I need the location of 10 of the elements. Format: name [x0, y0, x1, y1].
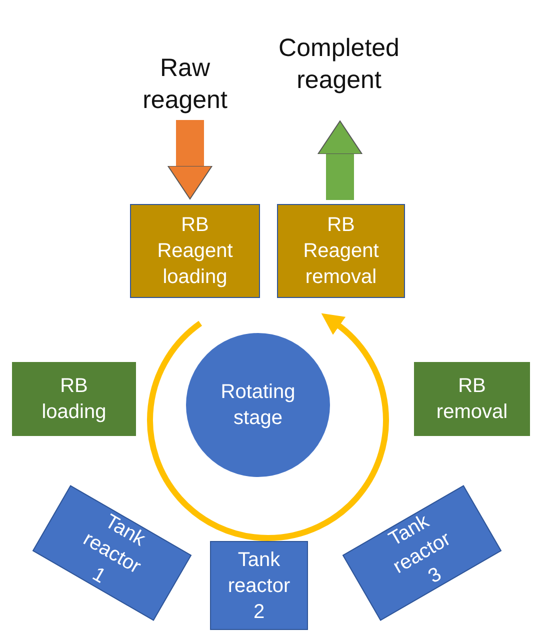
block-arrow — [318, 120, 362, 200]
reactor-box: Tank reactor 2 — [210, 541, 308, 630]
stage-circle: Rotating stage — [186, 333, 330, 477]
station-box: RB removal — [414, 362, 530, 436]
block-arrow — [168, 120, 212, 200]
text-label: Raw reagent — [125, 52, 245, 116]
station-box: RB Reagent loading — [130, 204, 260, 298]
station-box: RB Reagent removal — [277, 204, 405, 298]
text-label: Completed reagent — [262, 12, 416, 116]
station-box: RB loading — [12, 362, 136, 436]
